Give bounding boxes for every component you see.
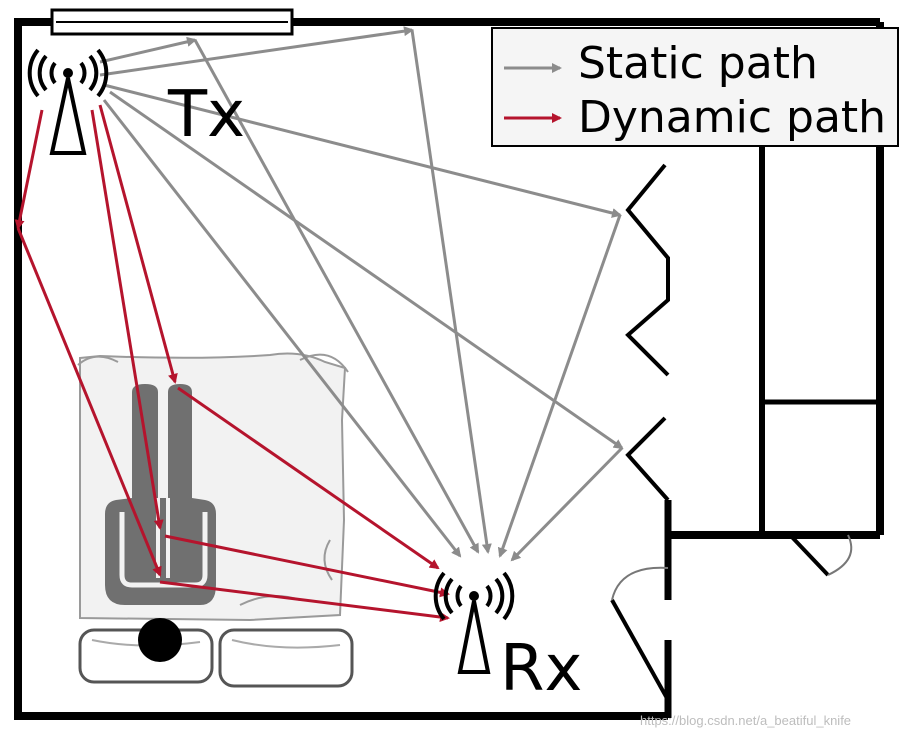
dynamic-path [177,386,440,570]
dynamic-paths [14,104,450,622]
pillow-right [218,628,354,688]
legend-static-label: Static path [578,38,818,89]
zigzag-wall-upper [625,163,670,377]
static-path [497,214,622,558]
dynamic-path [159,580,450,622]
dynamic-path [98,104,178,384]
static-path [99,26,414,77]
tx-label: Tx [167,78,245,152]
dynamic-path [164,534,450,598]
door-left [610,566,670,701]
antenna-icon-rx [433,571,515,674]
static-path [99,36,197,64]
legend: Static path Dynamic path [491,27,899,147]
static-path [109,90,624,450]
static-path [103,83,622,218]
static-path [193,39,480,554]
person-icon [105,384,216,662]
window-icon [50,8,294,36]
rx-label: Rx [500,632,582,706]
legend-dynamic-label: Dynamic path [578,92,886,143]
antenna-icon-tx [27,48,109,155]
static-path [510,446,624,562]
static-paths [99,26,624,562]
door-right [788,533,853,577]
static-path [102,99,462,558]
static-path [410,29,492,554]
dynamic-path [16,227,162,577]
watermark: https://blog.csdn.net/a_beatiful_knife [640,713,851,728]
zigzag-wall-lower [625,416,670,502]
person-head [138,618,182,662]
dynamic-path [90,109,164,530]
dynamic-path [14,109,44,230]
